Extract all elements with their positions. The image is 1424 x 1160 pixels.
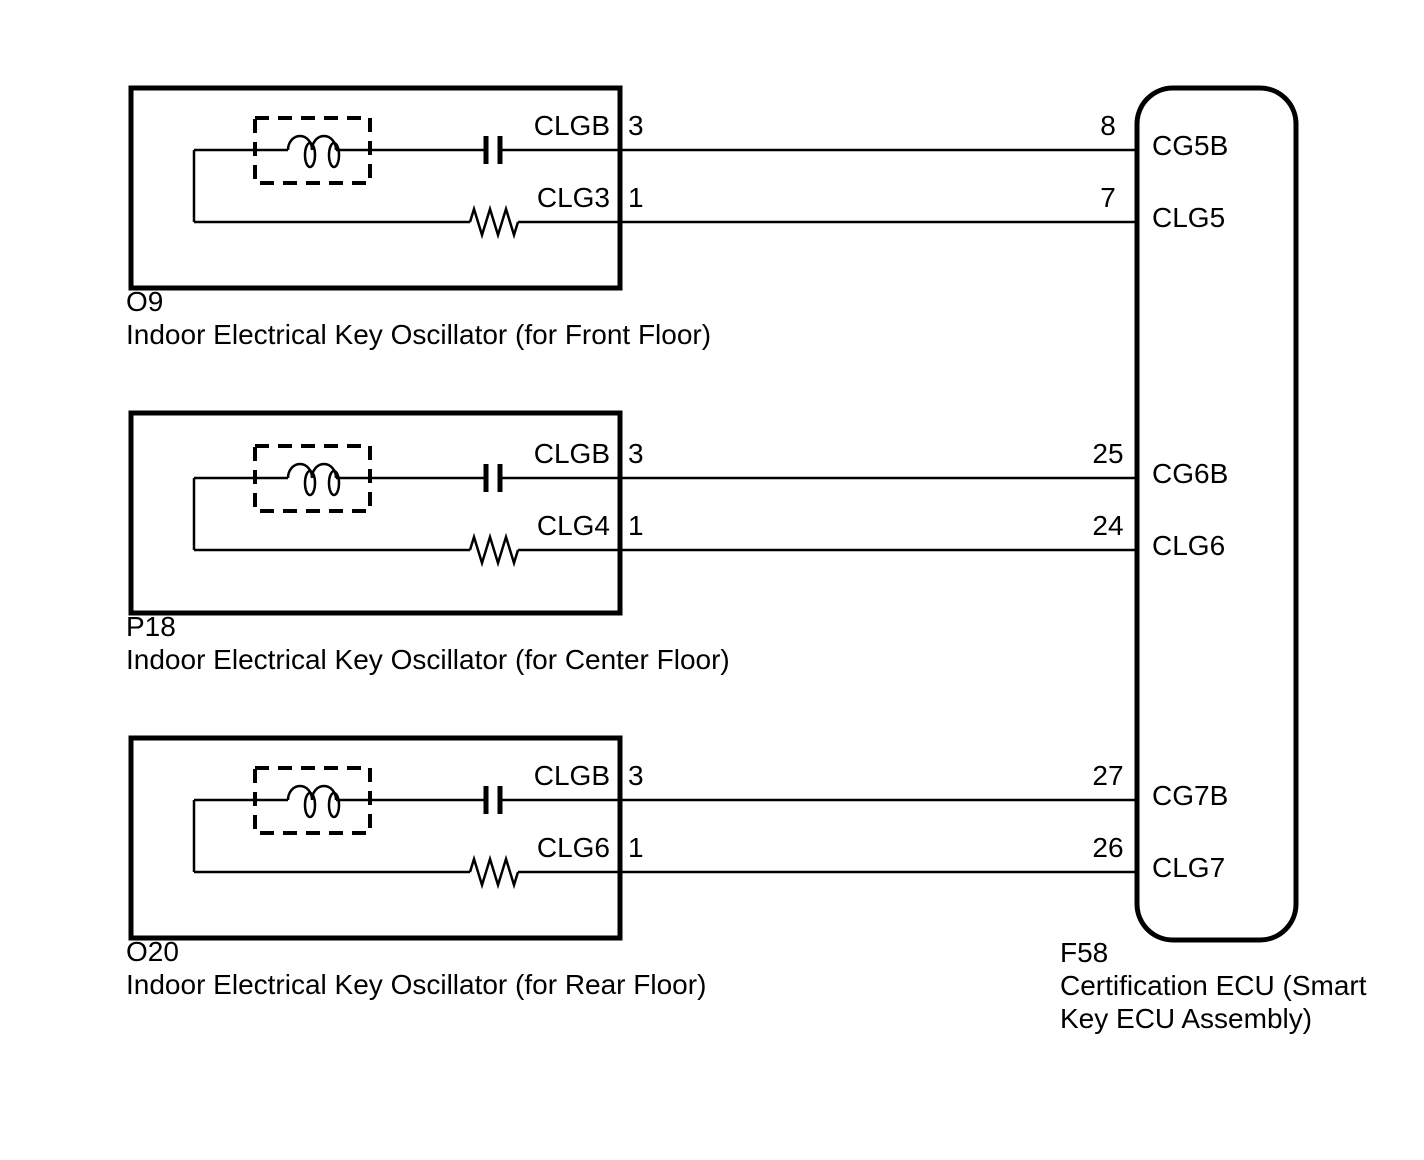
component-name: Indoor Electrical Key Oscillator (for Re… (126, 969, 707, 1000)
component-code: O9 (126, 286, 164, 317)
component-name: Indoor Electrical Key Oscillator (for Fr… (126, 319, 712, 350)
ecu-pin-number: 26 (1092, 832, 1124, 863)
wire-signal-label: CLG3 (536, 182, 610, 213)
component-box (128, 410, 623, 616)
ecu-pin-number: 8 (1100, 110, 1116, 141)
ecu-terminal-label: CG6B (1152, 458, 1229, 489)
ecu-pin-number: 24 (1092, 510, 1124, 541)
ecu-terminal-label: CLG5 (1152, 202, 1226, 233)
inductor-loop (327, 791, 341, 819)
inductor-symbol (286, 134, 338, 151)
ecu-name-line2: Key ECU Assembly) (1060, 1003, 1313, 1034)
wire-signal-label: CLG6 (536, 832, 610, 863)
component-pin-number: 3 (628, 760, 644, 791)
ecu-pin-number: 27 (1092, 760, 1124, 791)
component-box (128, 735, 623, 941)
inductor-loop (303, 791, 317, 819)
component-caption: P18 Indoor Electrical Key Oscillator (fo… (126, 610, 730, 676)
inductor-loop (303, 469, 317, 497)
inductor-loop (327, 141, 341, 169)
ecu-terminal-label: CG5B (1152, 130, 1229, 161)
component-pin-number: 3 (628, 110, 644, 141)
component-pin-number: 3 (628, 438, 644, 469)
ecu-box (1134, 85, 1299, 943)
ecu-terminal-label: CLG6 (1152, 530, 1226, 561)
resistor-symbol (468, 204, 520, 240)
oscillator-circuit-2 (128, 410, 1137, 616)
component-code: O20 (126, 936, 179, 967)
oscillator-circuit-1 (128, 85, 1137, 291)
oscillator-circuit-3 (128, 735, 1137, 941)
inductor-loop (327, 469, 341, 497)
component-caption: O20 Indoor Electrical Key Oscillator (fo… (126, 935, 706, 1001)
ecu-caption: F58 Certification ECU (Smart Key ECU Ass… (1060, 936, 1367, 1035)
wire-signal-label: CLGB (533, 110, 610, 141)
component-pin-number: 1 (628, 182, 644, 213)
inductor-symbol (286, 784, 338, 801)
component-caption: O9 Indoor Electrical Key Oscillator (for… (126, 285, 711, 351)
component-pin-number: 1 (628, 510, 644, 541)
ecu-code: F58 (1060, 937, 1109, 968)
component-code: P18 (126, 611, 176, 642)
component-pin-number: 1 (628, 832, 644, 863)
ecu-terminal-label: CLG7 (1152, 852, 1226, 883)
inductor-symbol (286, 462, 338, 479)
wire-signal-label: CLGB (533, 438, 610, 469)
component-box (128, 85, 623, 291)
inductor-loop (303, 141, 317, 169)
ecu-name-line1: Certification ECU (Smart (1060, 970, 1367, 1001)
ecu-pin-number: 7 (1100, 182, 1116, 213)
resistor-symbol (468, 854, 520, 890)
ecu-pin-number: 25 (1092, 438, 1124, 469)
ecu-terminal-label: CG7B (1152, 780, 1229, 811)
wire-signal-label: CLGB (533, 760, 610, 791)
component-name: Indoor Electrical Key Oscillator (for Ce… (126, 644, 730, 675)
resistor-symbol (468, 532, 520, 568)
wire-signal-label: CLG4 (536, 510, 610, 541)
